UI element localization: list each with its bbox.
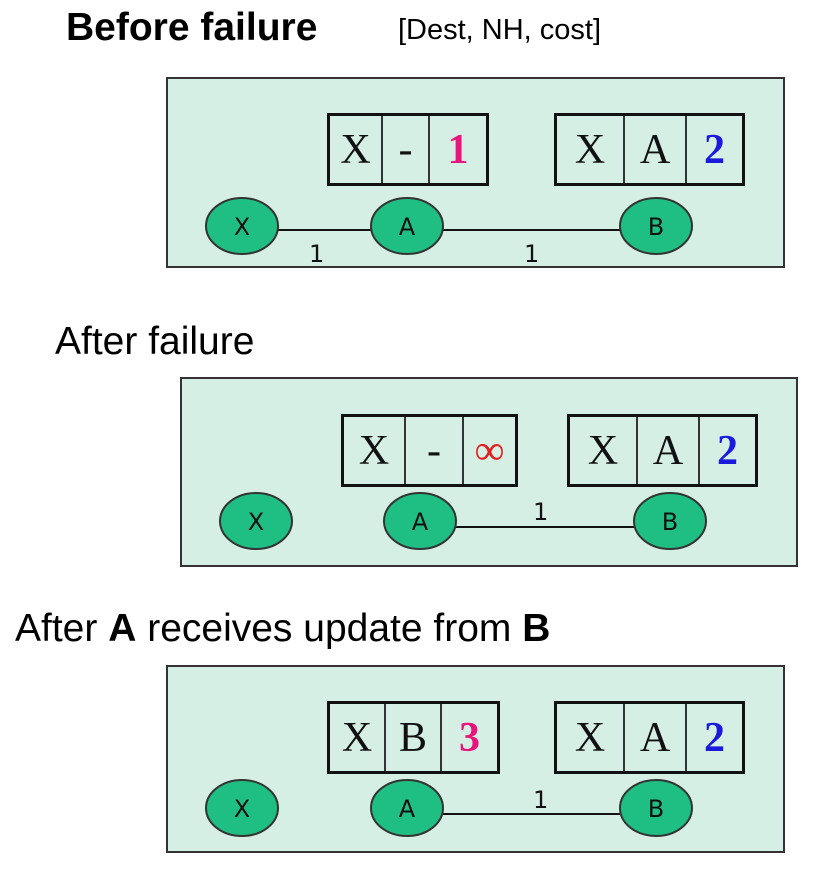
table-next-hop: - (404, 417, 462, 484)
node-a: A (370, 197, 444, 255)
node-label: X (234, 213, 250, 241)
table-cost-infinity: ∞ (462, 417, 515, 484)
node-x: X (205, 779, 279, 837)
table-cost: 1 (428, 116, 486, 183)
node-x: X (205, 197, 279, 255)
node-label: A (412, 508, 429, 536)
table-cost: 2 (698, 417, 755, 484)
section3-title-node-b: B (522, 607, 551, 650)
table-next-hop: A (623, 704, 685, 771)
link-cost-label: 1 (533, 786, 548, 814)
section3-title-part: receives update from (136, 607, 523, 650)
routing-table-a: X - 1 (327, 113, 489, 186)
link-cost-label: 1 (309, 240, 324, 268)
section3-title-node-a: A (108, 607, 137, 650)
table-dest: X (340, 126, 371, 173)
table-next-hop: A (623, 116, 685, 183)
node-label: B (648, 213, 664, 241)
routing-table-a: X - ∞ (341, 414, 518, 487)
section3-title-part: After (15, 607, 109, 650)
table-cost: 2 (685, 704, 742, 771)
table-next-hop: A (636, 417, 698, 484)
node-b: B (619, 779, 693, 837)
routing-table-b: X A 2 (554, 113, 745, 186)
table-next-hop: - (381, 116, 428, 183)
routing-table-a: X B 3 (327, 701, 500, 774)
section2-title: After failure (55, 320, 255, 363)
node-label: X (248, 508, 264, 536)
table-next-hop: B (384, 704, 440, 771)
node-label: B (648, 795, 664, 823)
table-dest: X (358, 427, 390, 474)
routing-table-b: X A 2 (567, 414, 758, 487)
node-label: A (399, 795, 416, 823)
node-b: B (619, 197, 693, 255)
link-cost-label: 1 (524, 240, 539, 268)
table-cost: 3 (440, 704, 497, 771)
node-label: A (399, 213, 416, 241)
node-a: A (383, 492, 457, 550)
node-b: B (633, 492, 707, 550)
link-cost-label: 1 (533, 498, 548, 526)
node-x: X (219, 492, 293, 550)
node-a: A (370, 779, 444, 837)
node-label: X (234, 795, 250, 823)
table-dest: X (574, 126, 606, 173)
section3-title: After A receives update from B (15, 607, 550, 651)
table-cost: 2 (685, 116, 742, 183)
section1-title: Before failure (66, 6, 318, 49)
routing-table-b: X A 2 (554, 701, 745, 774)
section1-format-note: [Dest, NH, cost] (398, 14, 602, 46)
table-dest: X (587, 427, 619, 474)
table-dest: X (574, 714, 606, 761)
node-label: B (662, 508, 678, 536)
table-dest: X (341, 714, 373, 761)
